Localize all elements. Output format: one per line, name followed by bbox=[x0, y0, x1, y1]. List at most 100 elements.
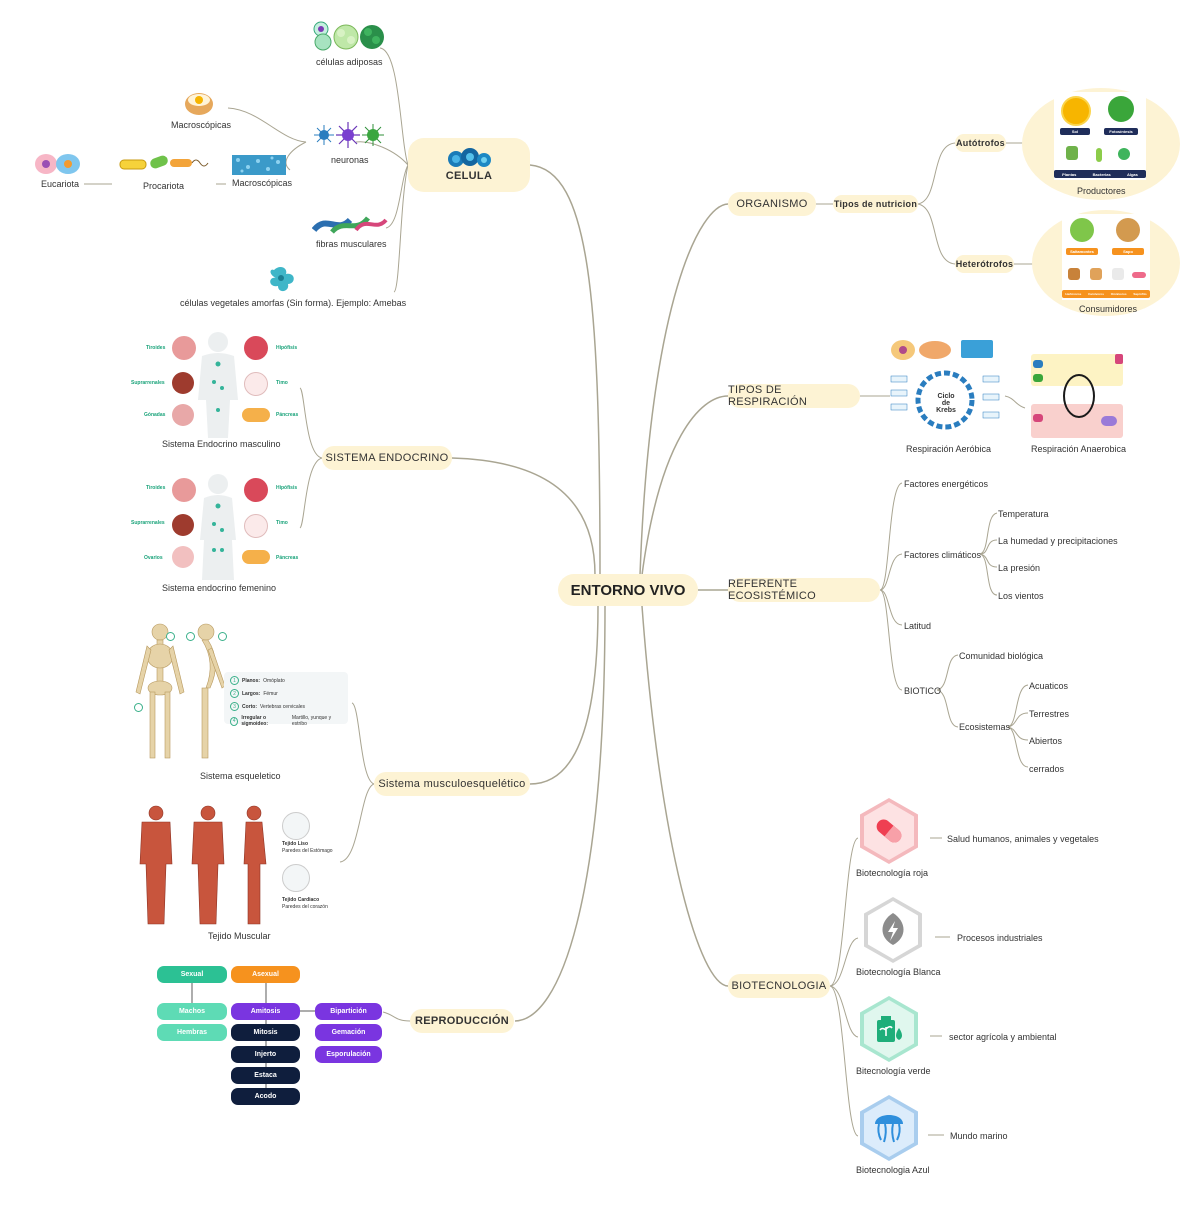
organismo-title: ORGANISMO bbox=[736, 198, 808, 210]
endo-f-label-5: Páncreas bbox=[276, 555, 299, 561]
biparticion-box[interactable]: Bipartición bbox=[315, 1003, 382, 1020]
blanca-desc[interactable]: Procesos industriales bbox=[957, 933, 1043, 943]
ecosistemas-label[interactable]: Ecosistemas bbox=[959, 722, 1011, 732]
mitosis-box[interactable]: Mitosis bbox=[231, 1024, 300, 1041]
masculino-label[interactable]: Sistema Endocrino masculino bbox=[162, 439, 281, 449]
toad-icon bbox=[1116, 218, 1140, 242]
amitosis-box[interactable]: Amitosis bbox=[231, 1003, 300, 1020]
consumidores-label[interactable]: Consumidores bbox=[1079, 304, 1138, 314]
cardiaco-title: Tejido Cardiaco bbox=[282, 897, 320, 903]
vegetales-label[interactable]: células vegetales amorfas (Sin forma). E… bbox=[180, 298, 407, 308]
ovary-icon bbox=[172, 546, 194, 568]
saprofito-label: Saprófito bbox=[1133, 292, 1147, 296]
femenino-label[interactable]: Sistema endocrino femenino bbox=[162, 583, 277, 593]
machos-box[interactable]: Machos bbox=[157, 1003, 227, 1020]
tipos-nutricion-node[interactable]: Tipos de nutricion bbox=[833, 195, 918, 213]
blue-hex[interactable] bbox=[860, 1095, 918, 1161]
gonad-icon bbox=[172, 404, 194, 426]
gemacion-box[interactable]: Gemación bbox=[315, 1024, 382, 1041]
terrestres-label[interactable]: Terrestres bbox=[1029, 709, 1070, 719]
liso-sub: Paredes del Estómago bbox=[282, 848, 333, 854]
productores-card[interactable]: Sol Fotosíntesis Plantas Bacterias Algas bbox=[1054, 92, 1146, 180]
leaf-icon bbox=[1108, 96, 1134, 122]
productores-label[interactable]: Productores bbox=[1077, 186, 1126, 196]
sexual-box[interactable]: Sexual bbox=[157, 966, 227, 983]
consumidores-card[interactable]: Saltamontes Sapo Herbívoros Carnívoros O… bbox=[1062, 214, 1150, 300]
blanca-label[interactable]: Biotecnología Blanca bbox=[856, 967, 941, 977]
pituitary-icon bbox=[244, 478, 268, 502]
cerrados-label[interactable]: cerrados bbox=[1029, 764, 1065, 774]
esporulacion-box[interactable]: Esporulación bbox=[315, 1046, 382, 1063]
respiracion-node[interactable]: TIPOS DE RESPIRACIÓN bbox=[728, 384, 860, 408]
macro2-label[interactable]: Macroscópicas bbox=[232, 178, 293, 188]
sol-label: Sol bbox=[1060, 128, 1090, 135]
eucariota-label[interactable]: Eucariota bbox=[41, 179, 80, 189]
adiposas-label[interactable]: células adiposas bbox=[316, 57, 383, 67]
organismo-node[interactable]: ORGANISMO bbox=[728, 192, 816, 216]
bone-marker-4 bbox=[218, 632, 227, 641]
endocrino-node[interactable]: SISTEMA ENDOCRINO bbox=[322, 446, 452, 470]
roja-desc[interactable]: Salud humanos, animales y vegetales bbox=[947, 834, 1099, 844]
verde-label[interactable]: Bitecnología verde bbox=[856, 1066, 931, 1076]
asexual-box[interactable]: Asexual bbox=[231, 966, 300, 983]
prokaryote-icon bbox=[119, 155, 209, 170]
biotecnologia-node[interactable]: BIOTECNOLOGIA bbox=[728, 974, 830, 998]
procariota-label[interactable]: Procariota bbox=[143, 181, 185, 191]
red-hex[interactable] bbox=[860, 798, 918, 864]
reproduccion-title: REPRODUCCIÓN bbox=[414, 1015, 510, 1027]
acodo-box[interactable]: Acodo bbox=[231, 1088, 300, 1105]
plant-icon bbox=[1066, 146, 1078, 160]
bone-example-2: Vertebras cervicales bbox=[260, 703, 306, 710]
latitud-label[interactable]: Latitud bbox=[904, 621, 932, 631]
macro1-label[interactable]: Macroscópicas bbox=[171, 120, 232, 130]
temperatura-label[interactable]: Temperatura bbox=[998, 509, 1049, 519]
heterotrofos-label: Heterótrofos bbox=[955, 259, 1014, 269]
heterotrofos-node[interactable]: Heterótrofos bbox=[955, 255, 1014, 273]
presion-label[interactable]: La presión bbox=[998, 563, 1041, 573]
reproduccion-node[interactable]: REPRODUCCIÓN bbox=[410, 1009, 514, 1033]
endo-m-label-0: Tiroides bbox=[146, 345, 166, 351]
tipos-nutricion-label: Tipos de nutricion bbox=[833, 199, 918, 209]
endo-m-label-5: Páncreas bbox=[276, 412, 299, 418]
estaca-box[interactable]: Estaca bbox=[231, 1067, 300, 1084]
endo-m-label-1: Hipófisis bbox=[276, 345, 298, 351]
egg-icon bbox=[185, 93, 213, 115]
saltamontes-label: Saltamontes bbox=[1066, 248, 1098, 255]
vientos-label[interactable]: Los vientos bbox=[998, 591, 1044, 601]
bone-marker-1 bbox=[166, 632, 175, 641]
referente-node[interactable]: REFERENTE ECOSISTÉMICO bbox=[728, 578, 880, 602]
acuaticos-label[interactable]: Acuaticos bbox=[1029, 681, 1069, 691]
neuronas-label[interactable]: neuronas bbox=[331, 155, 369, 165]
body-silhouette-icon bbox=[198, 332, 238, 438]
hembras-box[interactable]: Hembras bbox=[157, 1024, 227, 1041]
energeticos-label[interactable]: Factores energéticos bbox=[904, 479, 989, 489]
esqueletico-label[interactable]: Sistema esqueletico bbox=[200, 771, 281, 781]
anaerobica-label[interactable]: Respiración Anaerobica bbox=[1031, 444, 1127, 454]
bone-example-0: Omóplato bbox=[263, 677, 285, 684]
comunidad-label[interactable]: Comunidad biológica bbox=[959, 651, 1044, 661]
aerobica-label[interactable]: Respiración Aeróbica bbox=[906, 444, 992, 454]
bone-type-1: Largos: bbox=[242, 690, 261, 697]
green-hex[interactable] bbox=[860, 996, 918, 1062]
cells-icon bbox=[448, 148, 491, 167]
verde-desc[interactable]: sector agrícola y ambiental bbox=[949, 1032, 1057, 1042]
fibras-label[interactable]: fibras musculares bbox=[316, 239, 387, 249]
pituitary-icon bbox=[244, 336, 268, 360]
white-hex[interactable] bbox=[864, 897, 922, 963]
abiertos-label[interactable]: Abiertos bbox=[1029, 736, 1063, 746]
biotico-label[interactable]: BIOTICO bbox=[904, 686, 942, 696]
celula-node[interactable]: CELULA bbox=[408, 138, 530, 192]
endo-f-label-0: Tiroides bbox=[146, 485, 166, 491]
roja-label[interactable]: Biotecnología roja bbox=[856, 868, 929, 878]
prod-bottom-bar: Plantas Bacterias Algas bbox=[1054, 170, 1146, 178]
musculo-node[interactable]: Sistema musculoesquelético bbox=[374, 772, 530, 796]
humedad-label[interactable]: La humedad y precipitaciones bbox=[998, 536, 1118, 546]
azul-desc[interactable]: Mundo marino bbox=[950, 1131, 1008, 1141]
azul-label[interactable]: Biotecnologia Azul bbox=[856, 1165, 930, 1175]
autotrofos-node[interactable]: Autótrofos bbox=[955, 134, 1006, 152]
climaticos-label[interactable]: Factores climáticos bbox=[904, 550, 982, 560]
muscular-label[interactable]: Tejido Muscular bbox=[208, 931, 271, 941]
bone-marker-2 bbox=[134, 703, 143, 712]
injerto-box[interactable]: Injerto bbox=[231, 1046, 300, 1063]
root-node[interactable]: ENTORNO VIVO bbox=[558, 574, 698, 606]
